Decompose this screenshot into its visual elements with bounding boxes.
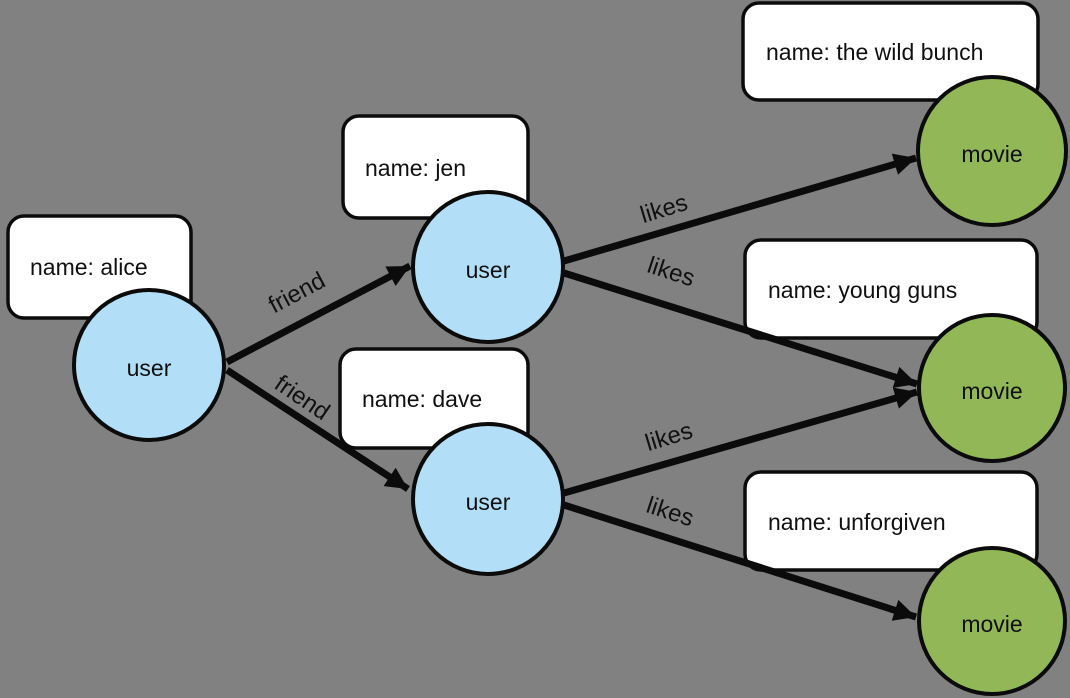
property-box-unforgiven: name: unforgiven [743, 470, 1039, 572]
user-node-dave: user [411, 422, 565, 576]
property-label-dave: name: dave [362, 386, 482, 412]
node-circle [72, 288, 226, 442]
node-label-user: user [127, 355, 172, 381]
movie-node-wild-bunch: movie [916, 75, 1068, 227]
property-box-rect [743, 238, 1039, 340]
property-box-rect [741, 1, 1040, 102]
user-node-alice: user [72, 288, 226, 442]
property-box-wild-bunch: name: the wild bunch [741, 1, 1040, 102]
node-label-movie: movie [961, 611, 1022, 637]
node-circle [916, 75, 1068, 227]
property-label-jen: name: jen [365, 155, 466, 181]
edge-arrow [563, 153, 917, 265]
property-box-young-guns: name: young guns [743, 238, 1039, 340]
edge-arrow [225, 367, 410, 492]
property-box-rect [743, 470, 1039, 572]
property-label-alice: name: alice [30, 254, 148, 280]
user-node-jen: user [411, 190, 565, 344]
movie-node-young-guns: movie [917, 313, 1067, 463]
property-box-jen: name: jen [341, 114, 530, 220]
node-circle [917, 313, 1067, 463]
node-label-movie: movie [961, 378, 1022, 404]
node-circle [411, 190, 565, 344]
property-label-wild-bunch: name: the wild bunch [766, 39, 983, 65]
movie-node-unforgiven: movie [917, 546, 1067, 696]
edge-arrow [562, 269, 919, 388]
node-label-user: user [466, 489, 511, 515]
edge-arrow [562, 501, 918, 621]
node-label-user: user [466, 257, 511, 283]
edge-arrow [563, 387, 918, 497]
property-label-unforgiven: name: unforgiven [768, 509, 946, 535]
node-circle [411, 422, 565, 576]
edge-arrow [225, 262, 412, 366]
property-label-young-guns: name: young guns [768, 277, 957, 303]
node-label-movie: movie [961, 141, 1022, 167]
node-circle [917, 546, 1067, 696]
